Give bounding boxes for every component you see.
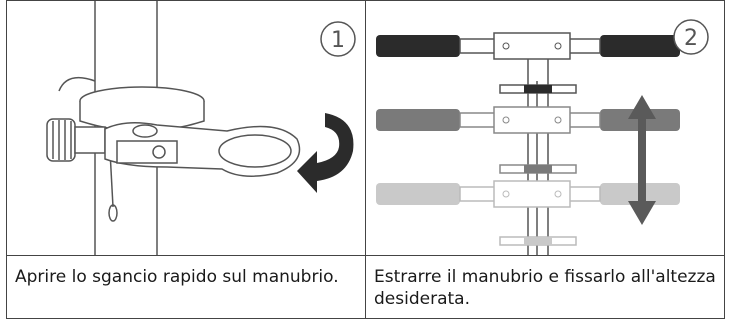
up-down-arrow-icon	[628, 95, 656, 225]
step-number-badge	[320, 21, 356, 57]
handlebar-bottom	[376, 180, 680, 246]
step-1-caption-cell: Aprire lo sgancio rapido sul manubrio.	[6, 255, 366, 319]
steps-table: 1	[6, 0, 725, 319]
step-number-badge	[673, 19, 709, 55]
step-2-caption: Estrarre il manubrio e fissarlo all'alte…	[374, 267, 716, 309]
rotation-arrow-icon	[297, 113, 354, 193]
handlebar-top	[376, 32, 680, 94]
quick-release-illustration: 1	[46, 1, 356, 255]
step-number-label: 1	[331, 28, 345, 53]
handlebar-middle	[376, 106, 680, 174]
step-2-caption-cell: Estrarre il manubrio e fissarlo all'alte…	[365, 255, 725, 319]
handlebar-height-illustration: 2	[376, 19, 709, 255]
step-2-illustration-cell: 2	[365, 0, 725, 256]
step-1-illustration-cell: 1	[6, 0, 366, 256]
step-number-label: 2	[684, 26, 698, 51]
step-1-caption: Aprire lo sgancio rapido sul manubrio.	[15, 267, 339, 287]
